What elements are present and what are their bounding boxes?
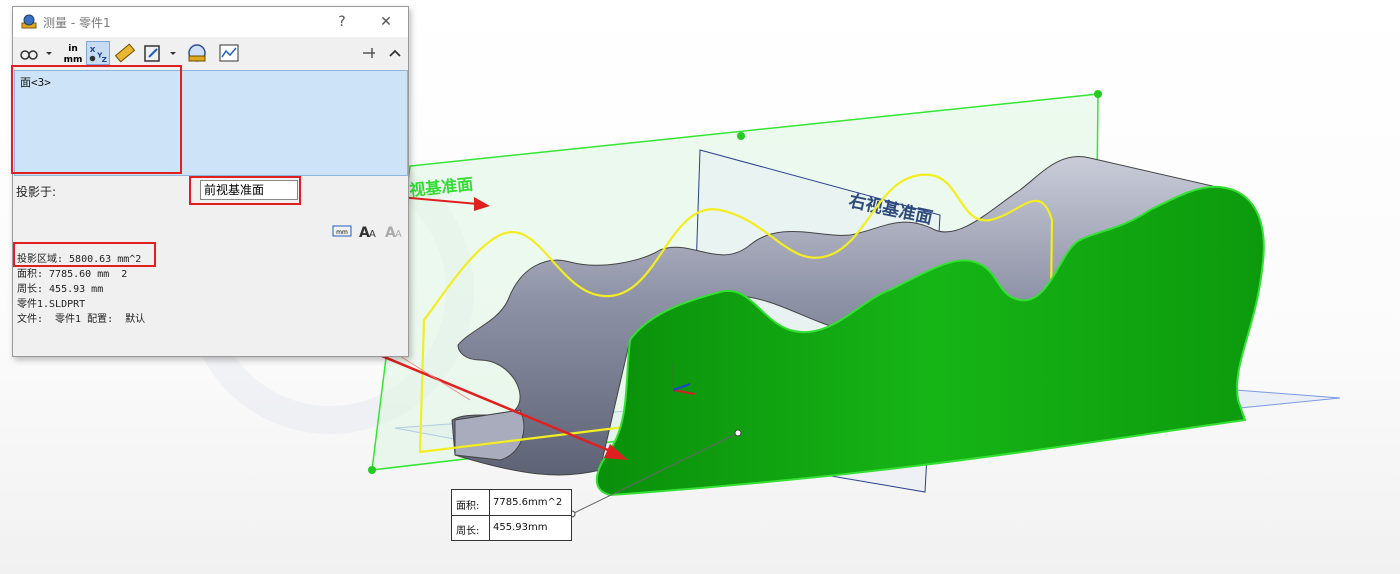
dialog-title: 测量 - 零件1 bbox=[43, 16, 111, 30]
callout-leader bbox=[571, 432, 739, 515]
collapse-icon[interactable] bbox=[383, 41, 407, 65]
part-end-face[interactable] bbox=[454, 409, 525, 461]
text-size-disabled-icon: A A bbox=[385, 225, 402, 240]
measure-callout[interactable]: 面积: 7785.6mm^2 周长: 455.93mm bbox=[451, 489, 572, 541]
history-icon[interactable] bbox=[185, 41, 209, 65]
arc-options-icon[interactable] bbox=[17, 41, 41, 65]
part-file-text: 零件1.SLDPRT bbox=[17, 299, 86, 310]
close-button[interactable]: ✕ bbox=[380, 14, 392, 30]
plane-handle[interactable] bbox=[1094, 90, 1102, 98]
perimeter-text: 周长: 455.93 mm bbox=[17, 284, 104, 295]
svg-text:mm: mm bbox=[64, 55, 83, 65]
chevron-down-icon[interactable] bbox=[43, 41, 55, 65]
measure-dialog: 测量 - 零件1 ? ✕ in mm X Y Z bbox=[12, 6, 409, 357]
sketch-curve[interactable] bbox=[418, 173, 1054, 454]
xyz-icon[interactable]: X Y Z bbox=[86, 41, 110, 65]
callout-area-value: 7785.6mm^2 bbox=[493, 497, 563, 508]
plane-handle[interactable] bbox=[368, 466, 376, 474]
callout-perimeter-row: 周长: 455.93mm bbox=[452, 515, 571, 540]
callout-area-label: 面积: bbox=[456, 501, 480, 512]
svg-text:A: A bbox=[359, 225, 370, 240]
svg-text:in: in bbox=[68, 44, 78, 54]
selection-list[interactable]: 面<3> bbox=[14, 70, 408, 176]
callout-perimeter-label: 周长: bbox=[456, 526, 480, 537]
pin-icon[interactable] bbox=[357, 41, 381, 65]
point-to-point-icon[interactable] bbox=[113, 41, 137, 65]
svg-text:X: X bbox=[90, 45, 96, 54]
dialog-titlebar[interactable]: 测量 - 零件1 ? ✕ bbox=[13, 7, 408, 37]
projection-plane-field[interactable]: 前视基准面 bbox=[200, 180, 298, 200]
callout-perimeter-value: 455.93mm bbox=[493, 522, 548, 533]
svg-text:mm: mm bbox=[336, 229, 348, 236]
projected-area-text: 投影区域: 5800.63 mm^2 bbox=[17, 254, 142, 265]
chevron-down-icon[interactable] bbox=[167, 41, 179, 65]
plane-handle[interactable] bbox=[737, 132, 745, 140]
svg-text:A: A bbox=[395, 229, 402, 240]
highlight-projected-area-box bbox=[13, 242, 156, 267]
callout-anchor bbox=[734, 429, 742, 437]
measure-toolbar: in mm X Y Z bbox=[13, 37, 408, 69]
svg-text:A: A bbox=[385, 225, 396, 240]
measure-tool-icon bbox=[21, 14, 37, 29]
callout-area-row: 面积: 7785.6mm^2 bbox=[452, 490, 571, 516]
sensor-icon[interactable] bbox=[217, 41, 241, 65]
area-text: 面积: 7785.60 mm 2 bbox=[17, 269, 128, 280]
highlight-projection-box bbox=[189, 176, 301, 205]
svg-text:Z: Z bbox=[102, 55, 107, 64]
selected-face[interactable] bbox=[595, 185, 1265, 497]
selection-item[interactable]: 面<3> bbox=[20, 76, 51, 89]
config-text: 文件: 零件1 配置: 默认 bbox=[17, 314, 146, 325]
projection-label: 投影于: bbox=[16, 185, 57, 199]
text-size-icon[interactable]: A A bbox=[357, 222, 379, 240]
projection-icon[interactable] bbox=[141, 41, 165, 65]
axis-triad-icon bbox=[672, 362, 696, 395]
highlight-selection-box bbox=[11, 65, 182, 174]
units-icon[interactable]: in mm bbox=[61, 41, 85, 65]
help-button[interactable]: ? bbox=[338, 14, 346, 30]
svg-text:Y: Y bbox=[96, 51, 103, 60]
dimension-icon[interactable]: mm bbox=[331, 222, 353, 240]
svg-text:A: A bbox=[369, 229, 376, 240]
